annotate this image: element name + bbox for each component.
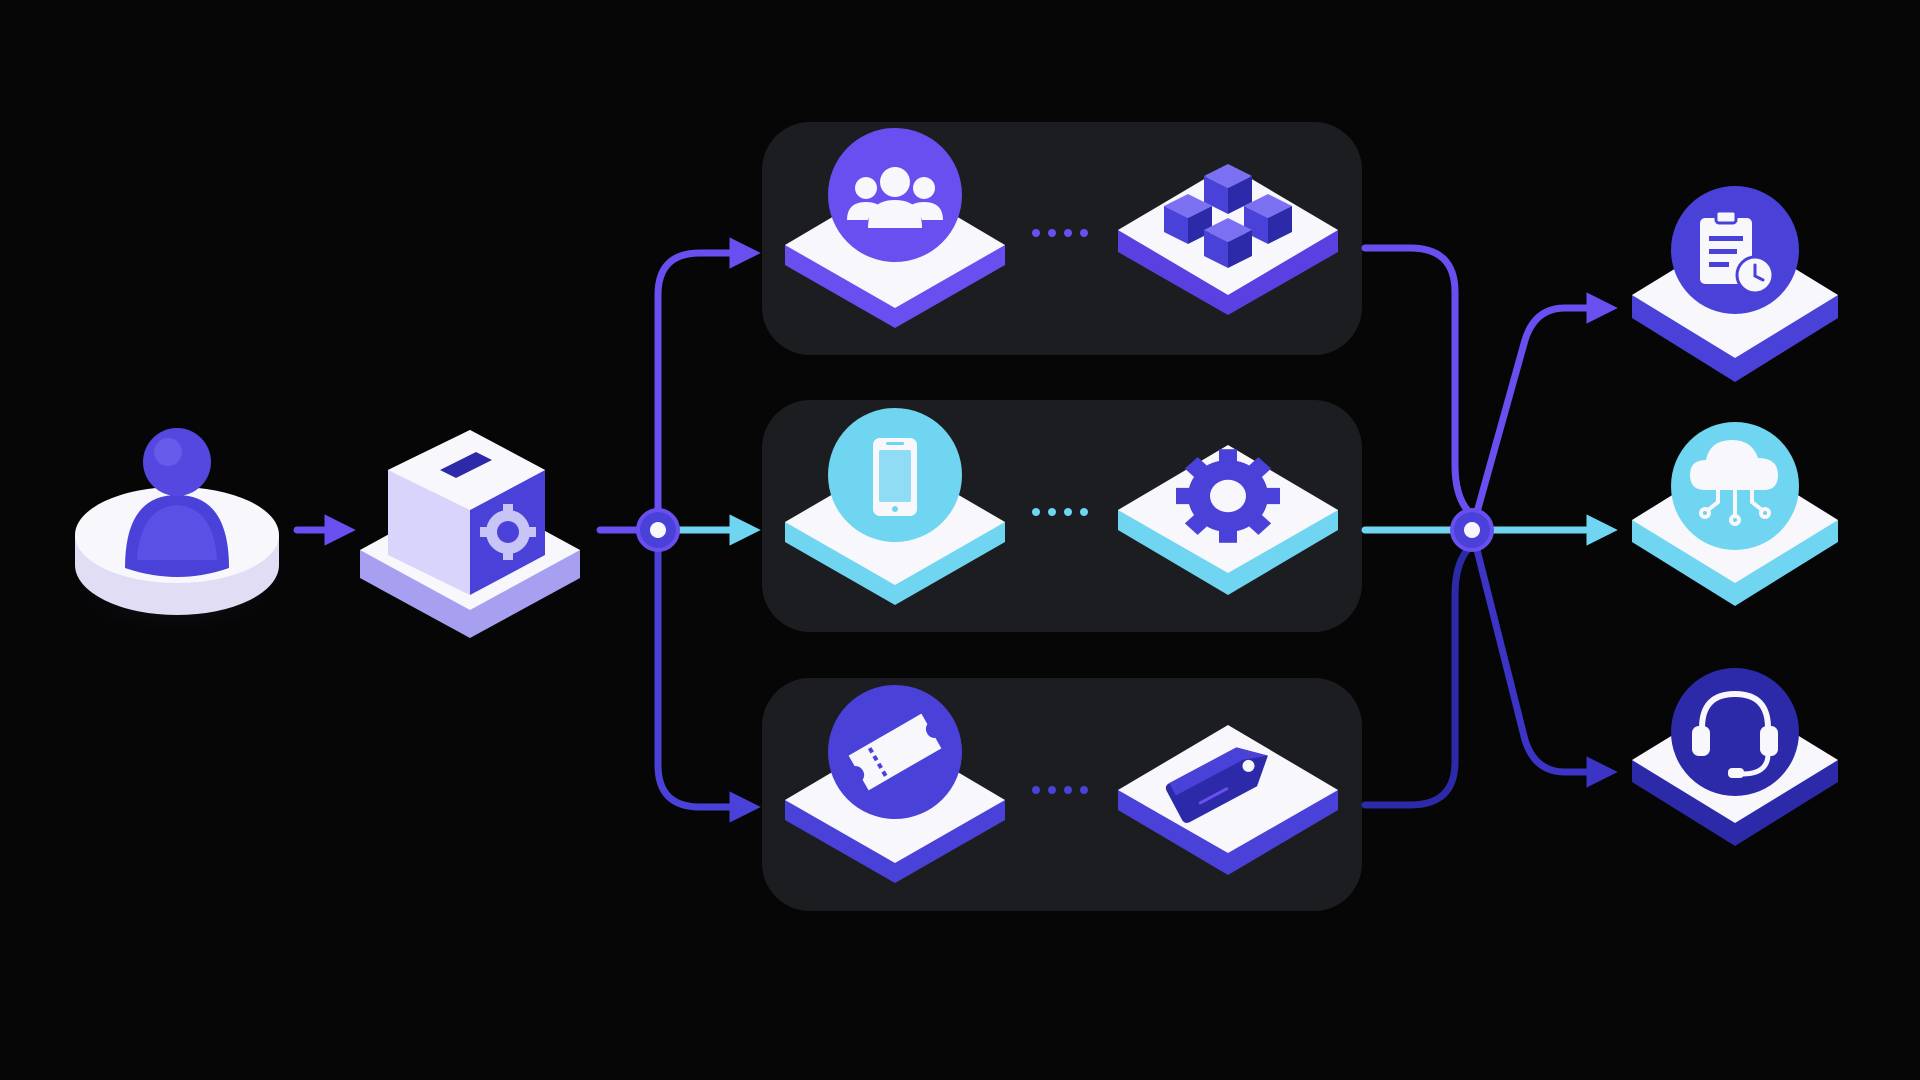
merge-hub [1450,508,1494,552]
lane-bottom-first-node[interactable] [785,685,1005,883]
ticket-icon [848,713,942,791]
gateway-node[interactable] [360,430,580,638]
fan-to-bottom-output [1468,526,1618,788]
slot-icon [440,452,492,478]
connectors [293,237,1618,823]
lane-middle-second-node[interactable] [1118,445,1338,595]
lane-top-first-node[interactable] [785,128,1005,328]
dotted-link-bottom [1032,786,1088,794]
user-node[interactable] [70,428,280,636]
output-bottom-node[interactable] [1632,668,1838,846]
lane-top-second-node[interactable] [1118,164,1338,315]
clipboard-clock-icon [1700,209,1775,295]
modules-cubes-icon [1164,164,1292,268]
merge-from-top-lane [1361,244,1476,519]
headset-icon [1692,690,1778,778]
dotted-link-top [1032,229,1088,237]
dotted-link-middle [1032,508,1088,516]
output-top-node[interactable] [1632,186,1838,382]
branch-to-bottom-lane [654,544,761,823]
merge-from-bottom-lane [1361,541,1476,809]
people-group-icon [847,167,943,228]
lane-bottom-second-node[interactable] [1118,725,1338,875]
lane-dotted-links [1032,229,1088,794]
split-hub [636,508,680,552]
output-middle-node[interactable] [1632,422,1838,606]
user-icon [125,428,229,577]
price-tag-icon [1165,747,1268,823]
cloud-network-icon [1690,440,1778,526]
lane-middle-first-node[interactable] [785,408,1005,605]
smartphone-icon [873,438,917,516]
gear-icon [1176,449,1280,543]
fan-to-top-output [1468,292,1618,534]
gear-box-icon [480,504,536,560]
branch-to-top-lane [654,237,761,516]
